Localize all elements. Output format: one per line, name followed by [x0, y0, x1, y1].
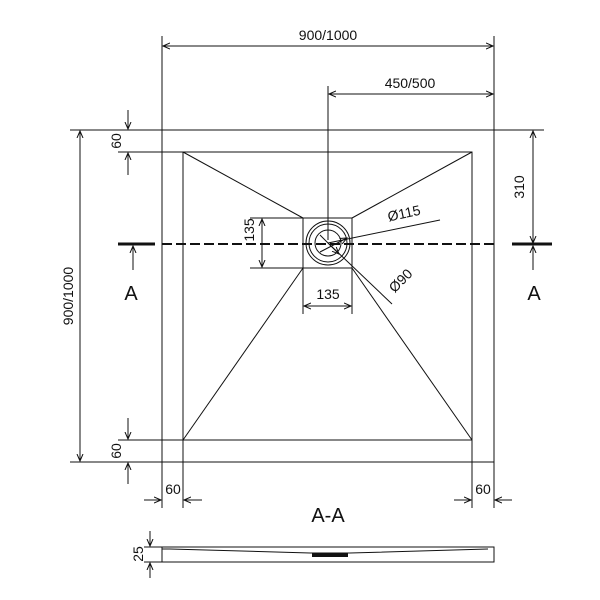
dimension-bottom-offset: 60 — [108, 418, 183, 484]
dimension-overall-width: 900/1000 — [161, 27, 495, 130]
section-line: A A — [118, 242, 552, 305]
dimension-label-overall-width: 900/1000 — [299, 27, 358, 43]
dimension-drain-width: 135 — [302, 268, 353, 314]
dimension-label-outer-diameter: Ø115 — [386, 202, 422, 225]
diameter-arrow — [319, 238, 347, 253]
section-profile-edge-left — [161, 548, 170, 562]
dimension-top-offset: 60 — [108, 110, 183, 175]
dimension-label-drain-offset: 310 — [511, 175, 527, 199]
dimension-outer-diameter: Ø115 — [319, 202, 441, 253]
dimension-label-drain-height: 135 — [241, 218, 257, 242]
dimension-half-width: 450/500 — [327, 75, 493, 240]
dimension-right-offset: 60 — [454, 440, 512, 508]
section-profile-surface — [169, 548, 489, 554]
slope-line-bottom-right — [351, 267, 473, 441]
dimension-overall-height: 900/1000 — [60, 129, 162, 463]
slope-line-bottom-left — [182, 267, 304, 441]
dimension-label-bottom-offset: 60 — [108, 443, 124, 459]
section-view-title: A-A — [311, 505, 345, 527]
dimension-label-inner-diameter: Ø90 — [385, 265, 415, 295]
dimension-label-top-offset: 60 — [108, 133, 124, 149]
dimension-drain-offset: 310 — [494, 129, 544, 243]
dimension-left-offset: 60 — [144, 440, 202, 508]
dimension-label-overall-height: 900/1000 — [60, 267, 76, 326]
tray-section-view: 25 — [130, 531, 495, 578]
slope-line-top-right — [351, 151, 473, 219]
dimension-label-drain-width: 135 — [316, 286, 340, 302]
section-drain — [312, 553, 348, 557]
dimension-label-right-offset: 60 — [475, 481, 491, 497]
section-marker-left: A — [124, 283, 138, 305]
dimension-label-thickness: 25 — [130, 546, 146, 562]
dimension-drain-height: 135 — [241, 217, 303, 269]
section-marker-right: A — [527, 283, 541, 305]
dimension-label-half-width: 450/500 — [385, 75, 436, 91]
dimension-label-left-offset: 60 — [165, 481, 181, 497]
diameter-arrow — [319, 234, 339, 254]
slope-line-top-left — [182, 151, 304, 219]
